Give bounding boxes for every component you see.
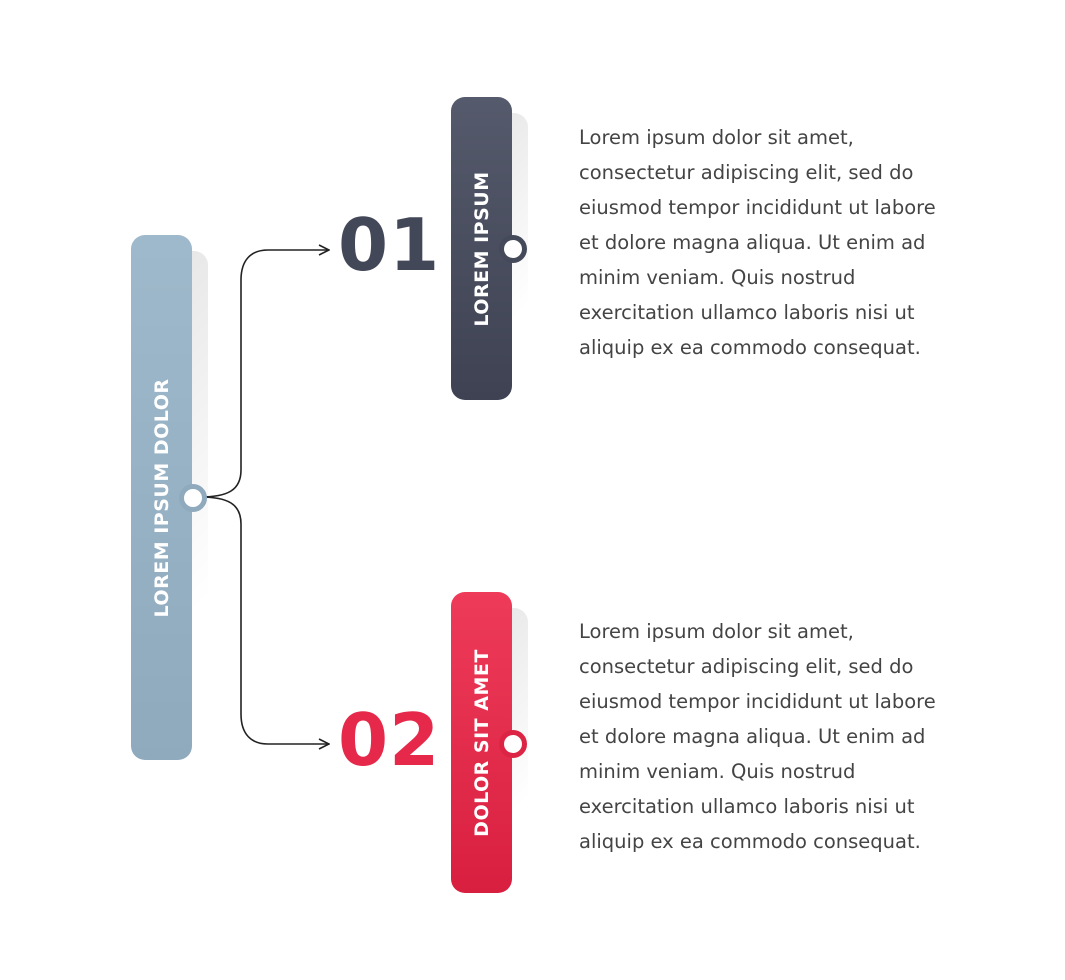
root-bar-label: LOREM IPSUM DOLOR <box>150 378 173 617</box>
branch-01-number: 01 <box>338 203 441 287</box>
root-connector-dot <box>179 484 207 512</box>
description-line: exercitation ullamco laboris nisi ut <box>579 301 915 324</box>
branch-01-bar-label: LOREM IPSUM <box>470 170 493 327</box>
description-line: minim veniam. Quis nostrud <box>579 266 856 289</box>
description-line: consectetur adipiscing elit, sed do <box>579 655 914 678</box>
branch-02-connector-dot <box>499 730 527 758</box>
branch-01-connector-dot <box>499 235 527 263</box>
branch-02-description: Lorem ipsum dolor sit amet, consectetur … <box>579 614 984 859</box>
description-line: Lorem ipsum dolor sit amet, <box>579 620 854 643</box>
description-line: exercitation ullamco laboris nisi ut <box>579 795 915 818</box>
description-line: et dolore magna aliqua. Ut enim ad <box>579 231 926 254</box>
description-line: eiusmod tempor incididunt ut labore <box>579 196 936 219</box>
description-line: aliquip ex ea commodo consequat. <box>579 830 921 853</box>
branch-02-bar-label: DOLOR SIT AMET <box>470 648 493 837</box>
description-line: eiusmod tempor incididunt ut labore <box>579 690 936 713</box>
connector-to-branch-02 <box>199 496 329 744</box>
description-line: Lorem ipsum dolor sit amet, <box>579 126 854 149</box>
description-line: et dolore magna aliqua. Ut enim ad <box>579 725 926 748</box>
branch-02-number: 02 <box>338 698 441 782</box>
description-line: aliquip ex ea commodo consequat. <box>579 336 921 359</box>
description-line: consectetur adipiscing elit, sed do <box>579 161 914 184</box>
connector-to-branch-01 <box>199 250 329 498</box>
branch-01-description: Lorem ipsum dolor sit amet, consectetur … <box>579 120 984 365</box>
description-line: minim veniam. Quis nostrud <box>579 760 856 783</box>
